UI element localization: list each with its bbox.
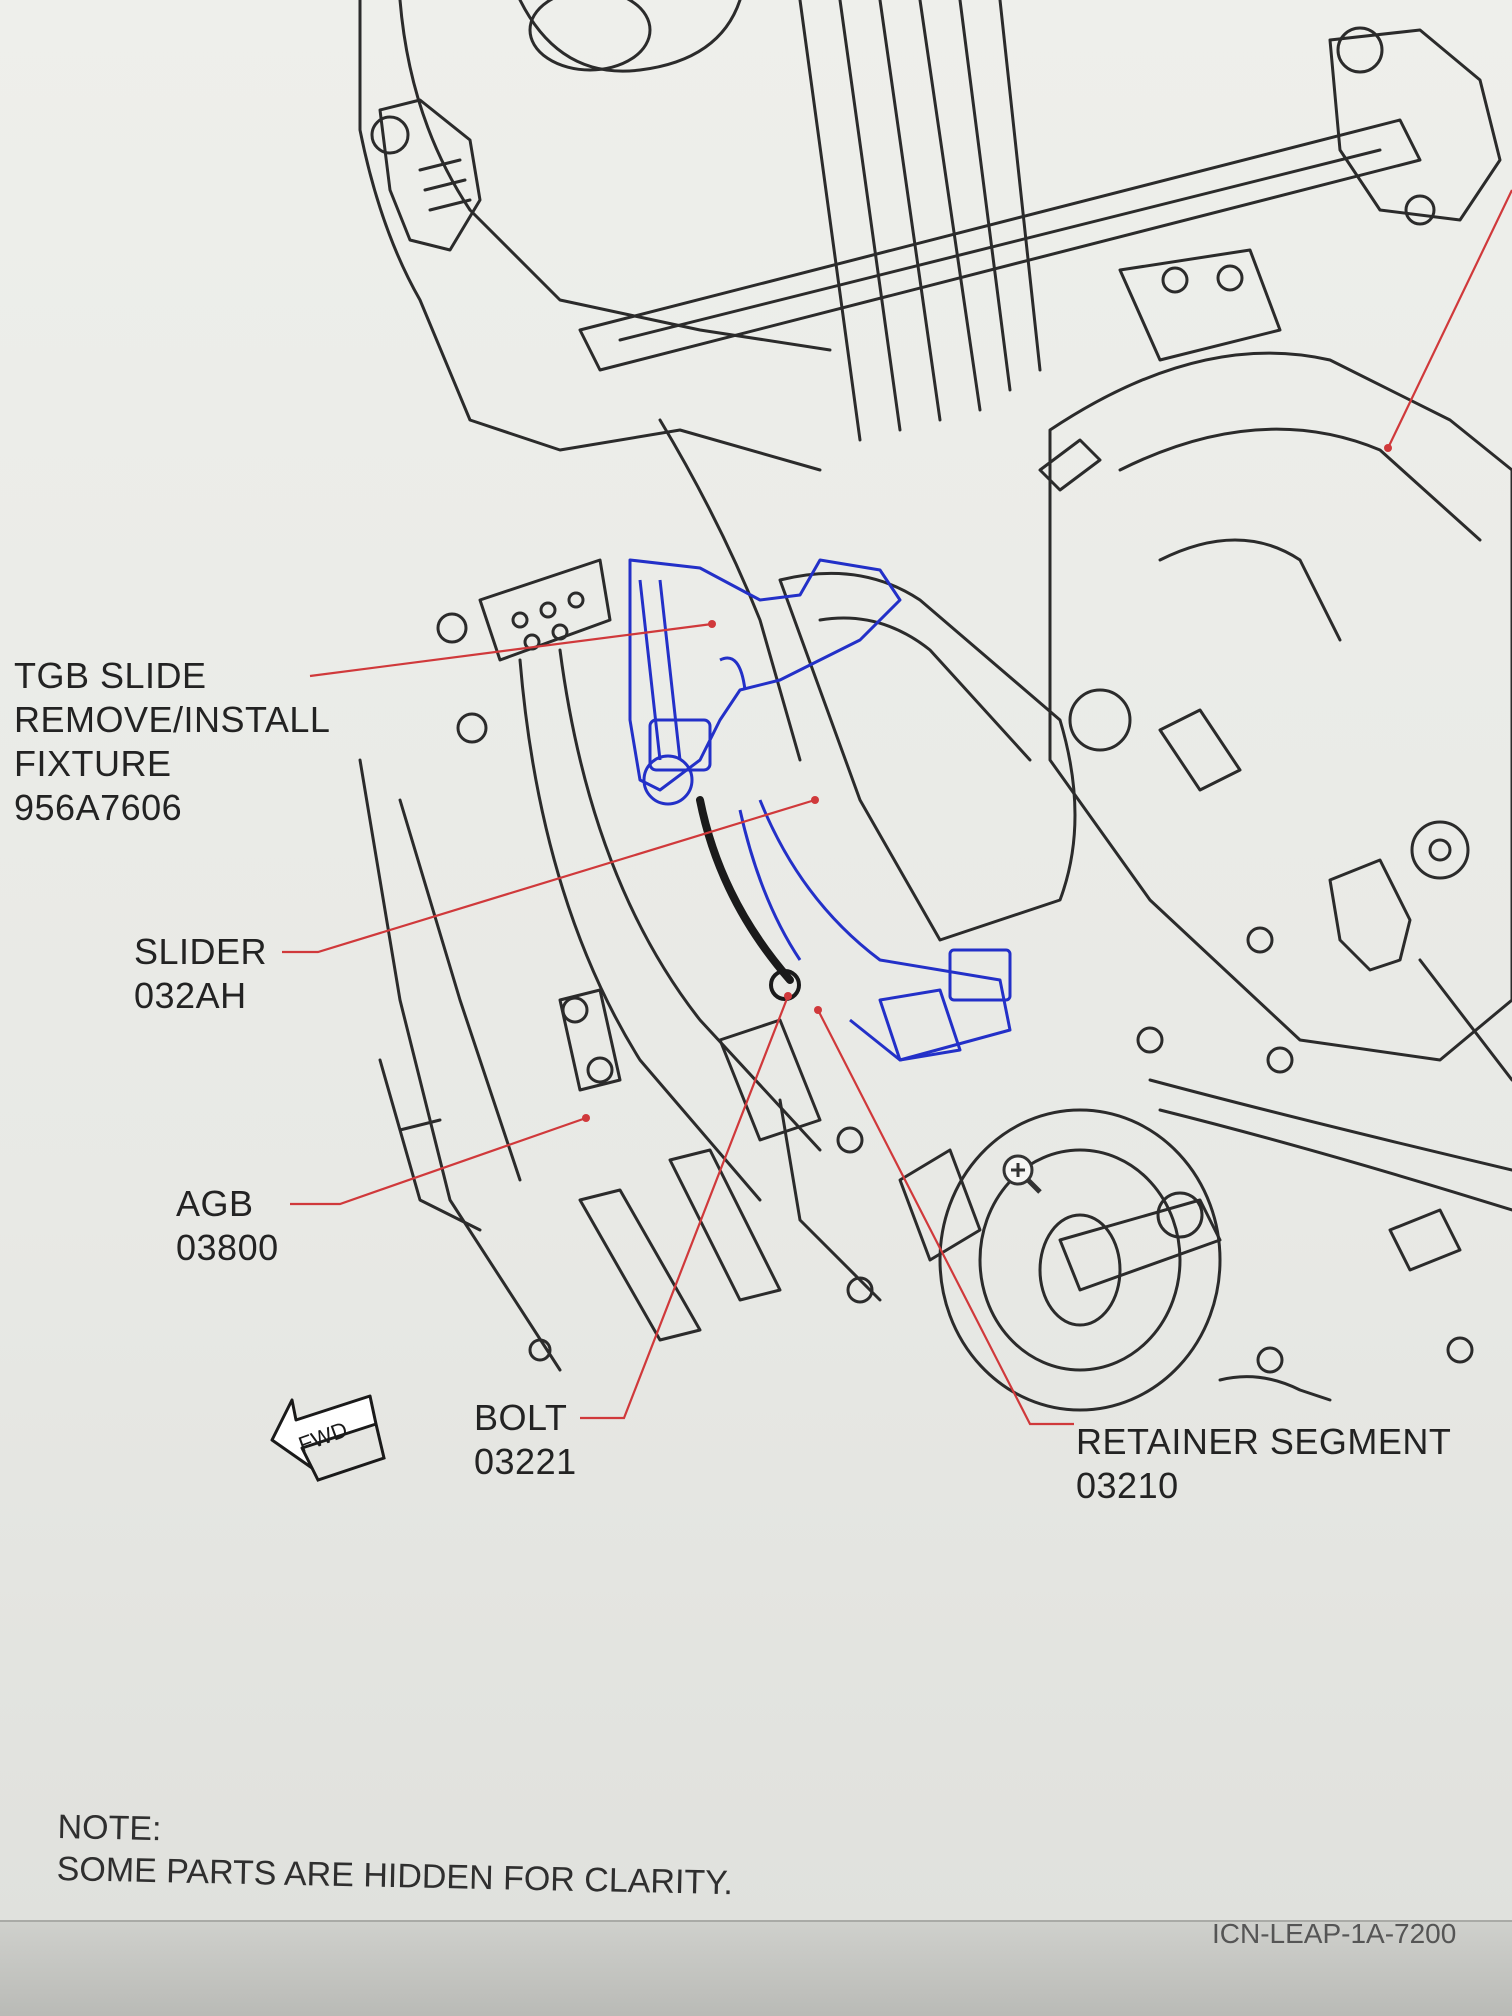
bolt-head [769,969,801,1001]
tab-rack-1 [578,1188,702,1342]
monitor-bezel [0,1920,1512,2016]
bolt-part: 03221 [474,1441,577,1482]
callout-bolt: BOLT 03221 [474,1396,577,1484]
retainer-label: RETAINER SEGMENT [1076,1421,1452,1462]
tgb-fixture-part: 956A7606 [14,787,183,828]
fitting-right [1328,858,1412,972]
agb-housing [518,658,762,1202]
lower-tube [1148,1078,1512,1212]
gearbox-body [1048,351,1512,1062]
callout-slider: SLIDER 032AH [134,930,267,1018]
tgb-fixture-line1: TGB SLIDE [14,655,207,696]
figure-id: ICN-LEAP-1A-7200 [1212,1918,1457,1949]
retainer-part: 03210 [1076,1465,1179,1506]
leader-top-right [1387,189,1512,449]
fwd-arrow-icon: FWD [270,1394,386,1482]
lower-shaft [1058,1198,1222,1292]
callout-retainer: RETAINER SEGMENT 03210 [1076,1420,1451,1508]
left-bracket [478,558,612,662]
agb-part: 03800 [176,1227,279,1268]
right-bracket [1328,28,1502,222]
window-slot [1158,708,1242,792]
leader-retainer [817,1009,1074,1426]
leader-bolt [580,995,790,1420]
slider-dark-rod [696,796,794,984]
tgb-fixture-line3: FIXTURE [14,743,172,784]
upper-housing-outline [358,0,822,472]
mount-plate [1118,248,1282,362]
small-plate [558,988,622,1092]
upper-housing-inner [398,0,832,352]
bolt-label: BOLT [474,1397,568,1438]
vertical-ribs [798,0,1042,442]
leader-agb [290,1116,587,1206]
callout-tgb-fixture: TGB SLIDE REMOVE/INSTALL FIXTURE 956A760… [14,654,330,830]
slider-label: SLIDER [134,931,268,972]
slider-arm [758,799,1012,1062]
slider-fixture [628,558,902,792]
tgb-fixture-line2: REMOVE/INSTALL [14,699,331,740]
diagonal-strut [578,118,1422,372]
leader-tgb [309,622,713,678]
callout-agb: AGB 03800 [176,1182,279,1270]
leader-slider [282,798,816,954]
agb-label: AGB [176,1183,254,1224]
lower-pulley [938,1108,1222,1412]
zoom-in-icon[interactable] [1002,1154,1042,1194]
tgb-cylinder [778,571,1077,942]
note-block: NOTE: SOME PARTS ARE HIDDEN FOR CLARITY. [56,1806,734,1904]
tab-rack-2 [668,1148,782,1302]
gear-stack [378,98,482,252]
top-pulley [518,0,742,73]
slider-part: 032AH [134,975,247,1016]
